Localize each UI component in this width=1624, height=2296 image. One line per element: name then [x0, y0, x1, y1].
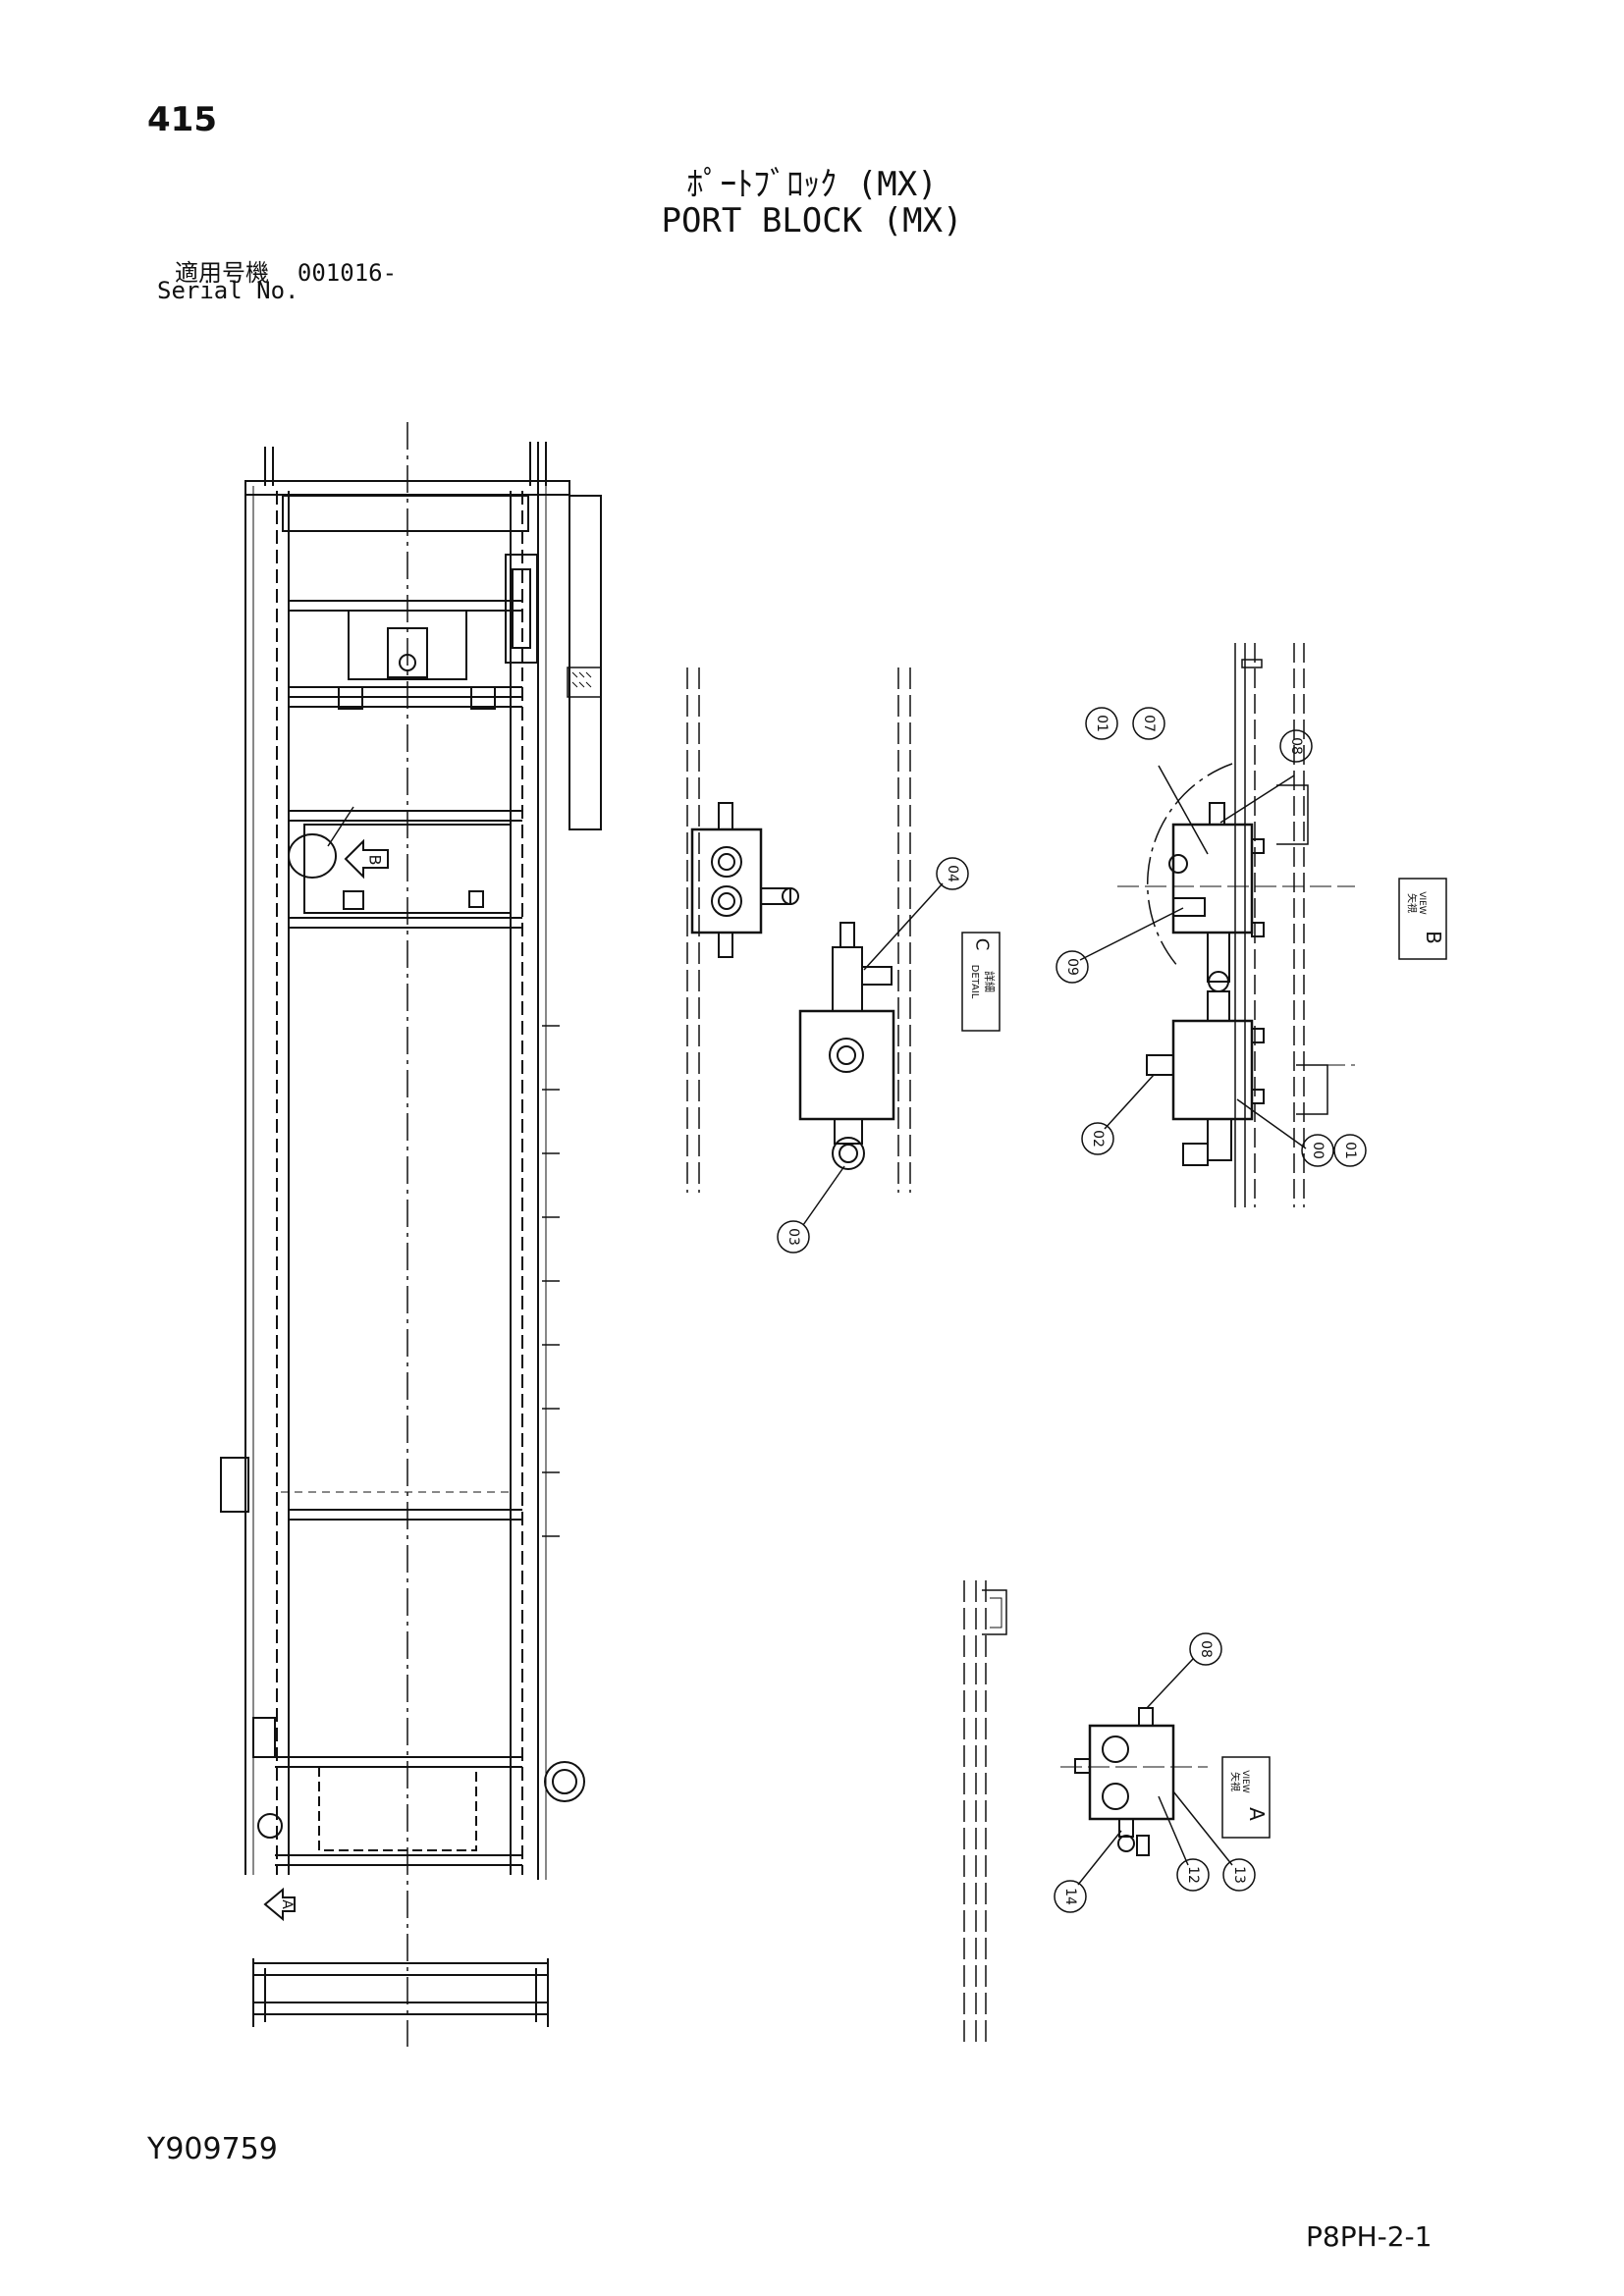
callout-03-circle	[777, 1220, 810, 1254]
detail-c-drawing	[686, 667, 944, 1226]
callout-04: 04	[945, 865, 960, 882]
svg-text:詳細: 詳細	[983, 971, 997, 992]
detail-c-label: 詳細 DETAIL C	[961, 932, 1001, 1032]
serial-value: 001016-	[297, 259, 398, 287]
view-b-callouts: 01 07 08 09 02 00 01	[1056, 707, 1367, 1167]
view-a-label-letter: A	[1245, 1807, 1269, 1821]
serial-line: 適用号機 001016-	[175, 253, 397, 288]
callout-07: 07	[1141, 715, 1157, 732]
view-b-label-jp: 矢視	[1406, 893, 1419, 913]
view-a-callouts: 08 14 12 13	[1054, 1632, 1256, 1913]
detail-label-letter: C	[972, 938, 993, 951]
view-b-arrow-letter: B	[366, 855, 385, 866]
page-code: P8PH-2-1	[1306, 2220, 1433, 2253]
frame-top-view	[220, 422, 602, 2047]
serial-label-en: Serial No.	[157, 277, 299, 304]
view-a-label: 矢視 VIEW A	[1221, 1756, 1271, 1839]
view-b-label-letter: B	[1422, 931, 1445, 944]
view-b-label-en: VIEW	[1417, 891, 1427, 914]
title-english: PORT BLOCK (MX)	[661, 201, 963, 240]
callout-00: 00	[1310, 1142, 1326, 1159]
detail-label-jp: 詳細	[983, 971, 997, 992]
svg-text:DETAIL: DETAIL	[969, 965, 980, 999]
page-number: 415	[147, 100, 217, 139]
callout-08-view-b: 08	[1288, 737, 1304, 755]
document-code: Y909759	[147, 2132, 278, 2166]
callout-14: 14	[1062, 1888, 1078, 1905]
callout-08-view-a: 08	[1198, 1640, 1214, 1658]
title-japanese: ﾎﾟｰﾄﾌﾞﾛｯｸ (MX)	[686, 165, 938, 204]
view-a-drawing	[963, 1580, 1233, 2042]
view-b-drawing	[1079, 643, 1355, 1207]
view-a-label-en: VIEW	[1240, 1770, 1250, 1792]
callout-03: 03	[785, 1228, 801, 1246]
callout-02: 02	[1090, 1130, 1106, 1148]
callout-13: 13	[1231, 1866, 1247, 1884]
callout-01-top: 01	[1094, 715, 1110, 732]
callout-01-bottom: 01	[1342, 1142, 1358, 1159]
detail-label-en: DETAIL	[969, 965, 980, 999]
view-a-arrow-letter: A	[279, 1899, 295, 1909]
view-a-label-jp: 矢視	[1229, 1772, 1242, 1791]
callout-12: 12	[1185, 1866, 1201, 1884]
view-b-label: 矢視 VIEW B	[1398, 878, 1447, 960]
serial-label-jp: 適用号機	[175, 259, 269, 287]
callout-04-circle	[936, 857, 969, 890]
callout-09: 09	[1064, 958, 1080, 976]
